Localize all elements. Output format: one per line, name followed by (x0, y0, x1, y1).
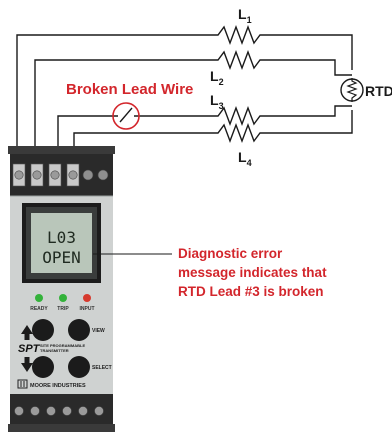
view-button[interactable] (68, 319, 90, 341)
up-button[interactable] (32, 319, 54, 341)
led-ready (35, 294, 43, 302)
led-trip (59, 294, 67, 302)
annotation-line-2: message indicates that (178, 265, 327, 280)
brand-label: MOORE INDUSTRIES (30, 383, 86, 389)
bottom-terminals (14, 406, 104, 416)
led-input (83, 294, 91, 302)
spt-transmitter: L03 OPEN READY TRIP INPUT VIEW SELECT SP… (8, 146, 115, 432)
lcd-display (31, 213, 92, 273)
rtd-sensor (340, 78, 364, 102)
lead-label-l1: L1 (238, 6, 252, 25)
view-label: VIEW (92, 328, 105, 334)
up-arrow-icon (21, 325, 33, 340)
select-label: SELECT (92, 365, 112, 371)
model-description-1: SITE PROGRAMMABLE (40, 343, 85, 348)
model-description-2: TRANSMITTER (40, 348, 69, 353)
lead-wire-2 (34, 50, 352, 150)
model-label: SPT (18, 343, 41, 355)
annotation-line-1: Diagnostic error (178, 246, 283, 261)
lead-wire-3-far (134, 105, 352, 126)
diagnostic-annotation: Diagnostic error message indicates that … (178, 246, 327, 299)
top-terminals (12, 163, 109, 187)
lead-wire-3-break (119, 107, 133, 123)
lead-label-l2: L2 (210, 68, 224, 87)
led-input-label: INPUT (80, 306, 95, 312)
annotation-line-3: RTD Lead #3 is broken (178, 284, 324, 299)
led-trip-label: TRIP (57, 306, 69, 312)
rtd-label: RTD (365, 83, 392, 99)
brand-logo-icon (17, 379, 28, 389)
lead-label-l4: L4 (238, 149, 252, 168)
down-arrow-icon (21, 357, 33, 372)
broken-lead-wire-label: Broken Lead Wire (66, 81, 193, 98)
lcd-line-1: L03 (47, 228, 76, 247)
lead-wire-1 (16, 25, 353, 150)
select-button[interactable] (68, 356, 90, 378)
lead-label-l3: L3 (210, 92, 224, 111)
lcd-line-2: OPEN (42, 248, 81, 267)
led-ready-label: READY (30, 306, 48, 312)
down-button[interactable] (32, 356, 54, 378)
lead-wire-4 (73, 110, 353, 165)
broken-lead-indicator (112, 102, 140, 130)
